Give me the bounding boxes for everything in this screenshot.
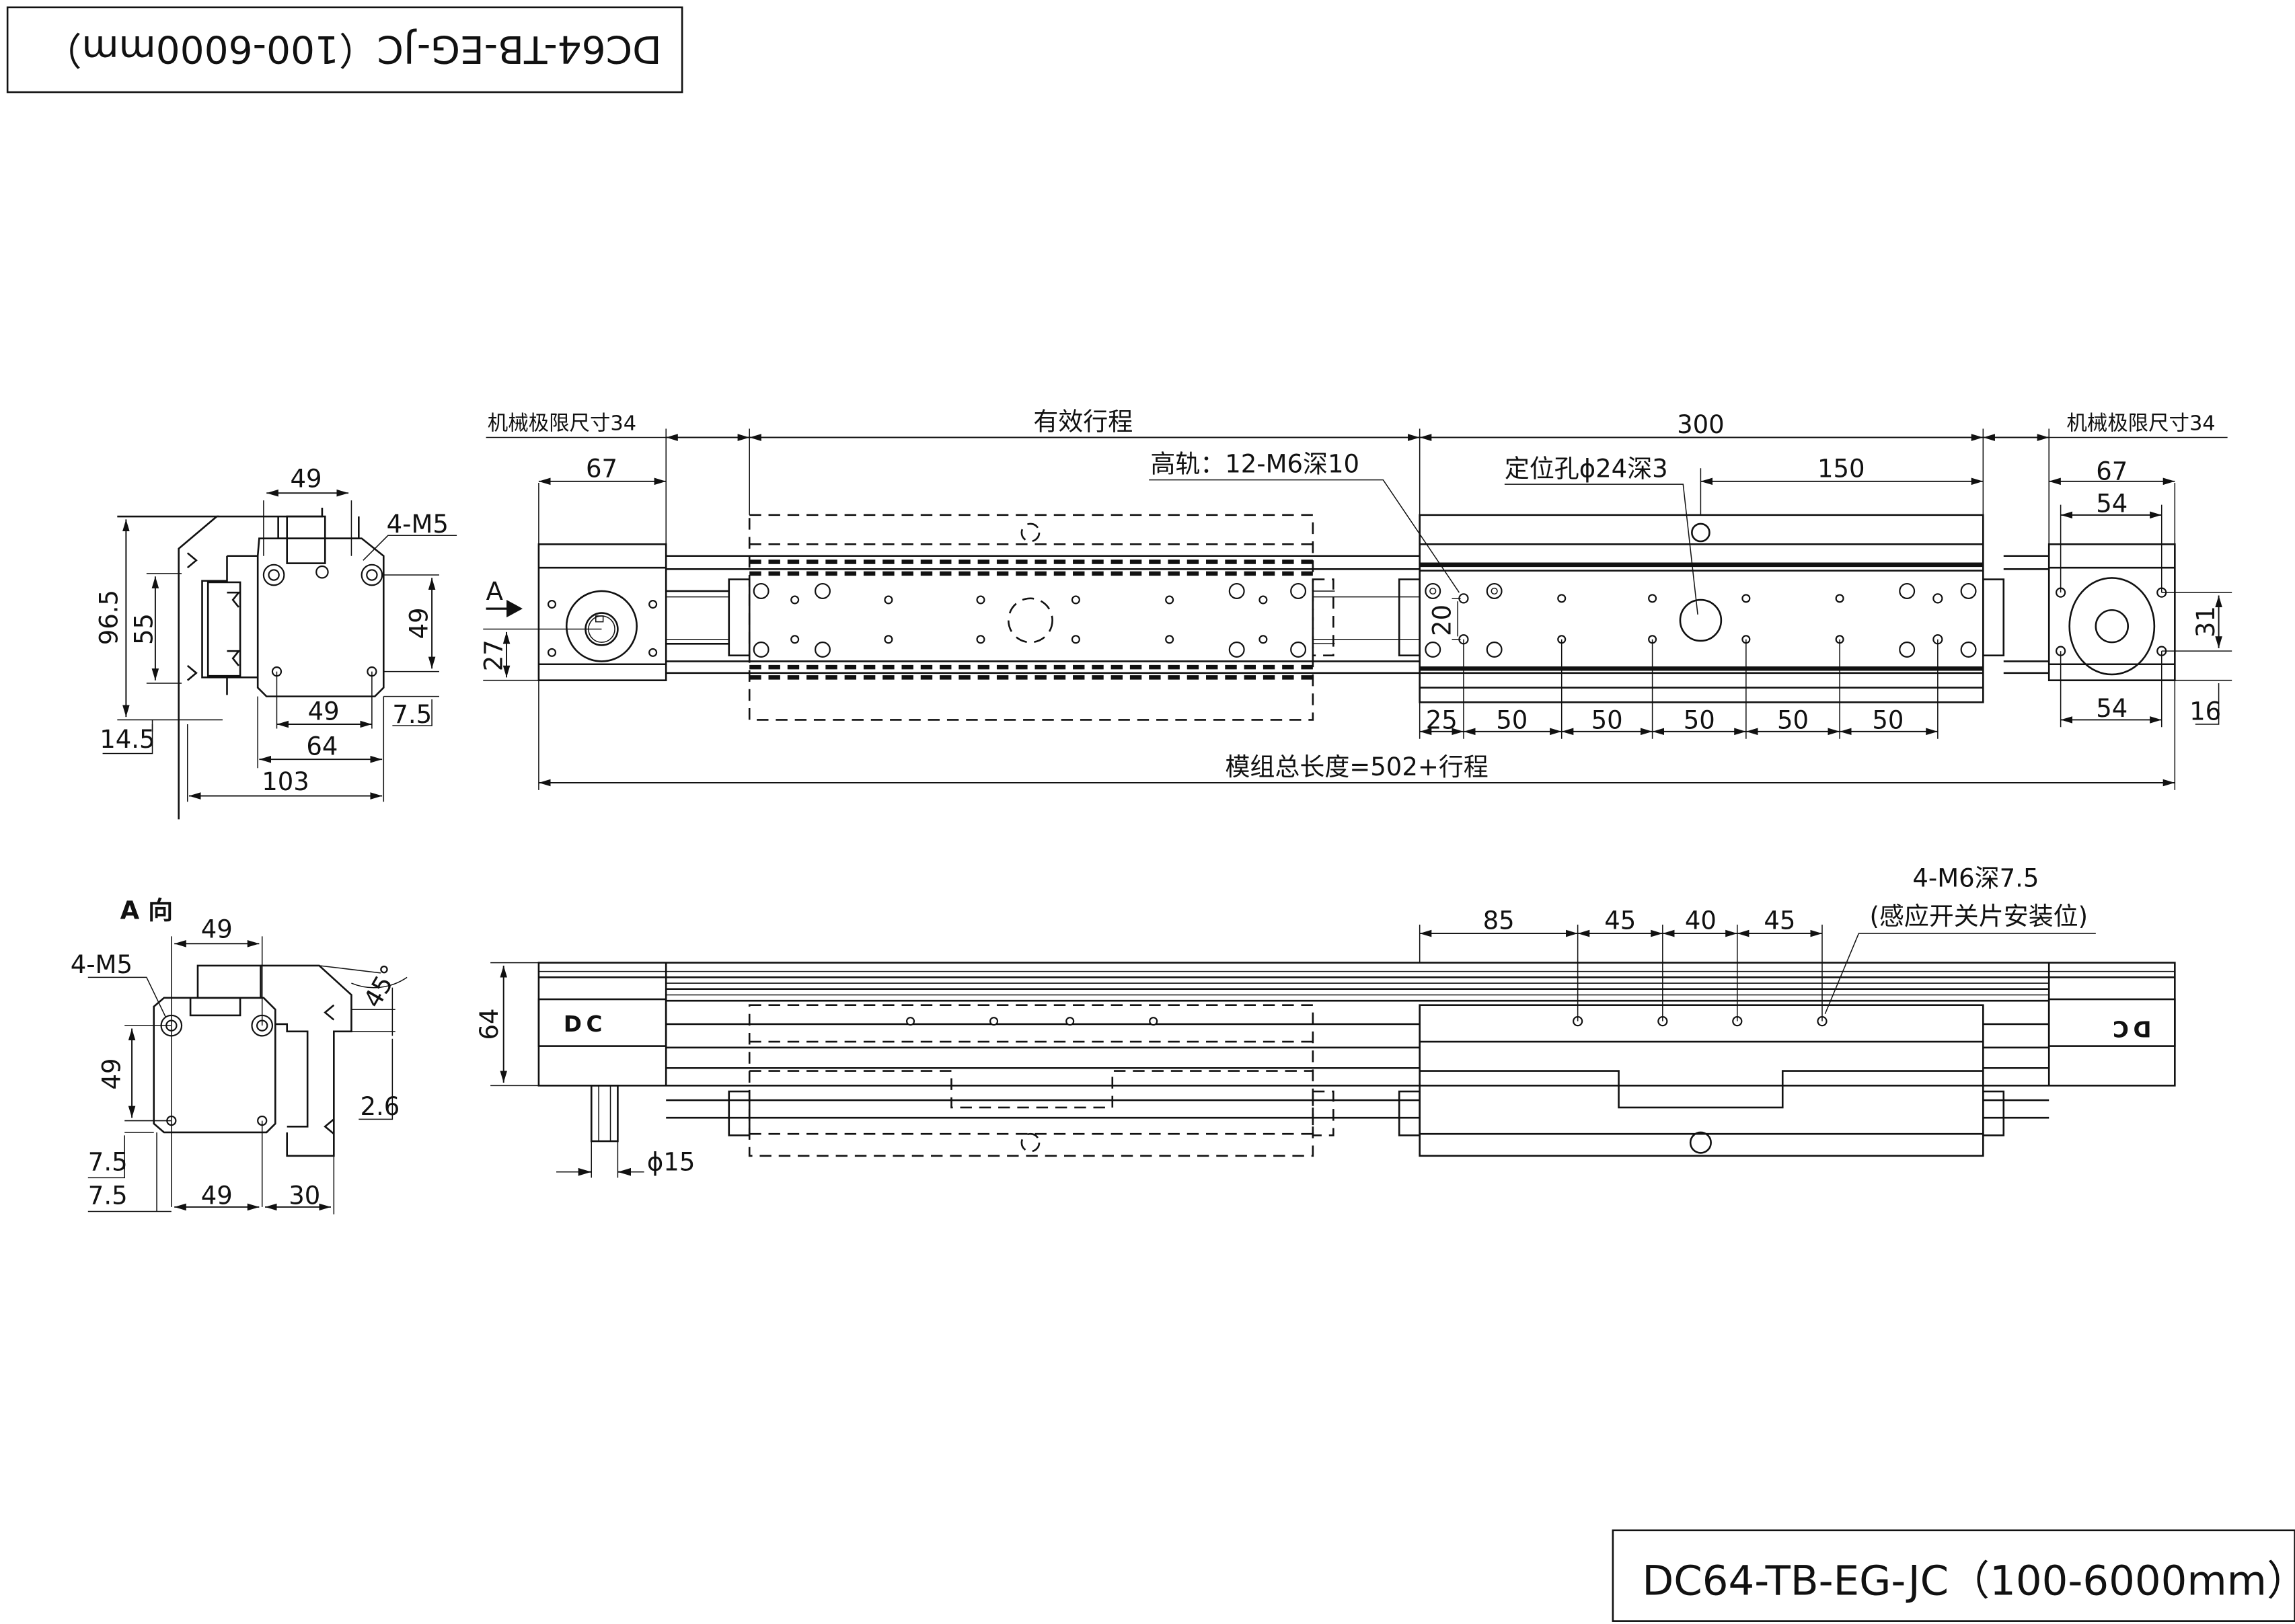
shaft-diameter-label: ϕ15: [647, 1148, 695, 1177]
pitch-50-5: 50: [1872, 705, 1904, 734]
dim-150: 150: [1817, 454, 1865, 483]
dim-300: 300: [1677, 410, 1725, 439]
top-view: 机械极限尺寸34 机械极限尺寸34 有效行程 300 67 高轨：12-M6深1…: [480, 408, 2232, 790]
carriage-holes-dashed: [753, 583, 1307, 658]
rail-holes-label: 高轨：12-M6深10: [1150, 450, 1359, 479]
side-dim-49-bottom: 49: [308, 697, 340, 726]
dim-54-top: 54: [2096, 489, 2128, 518]
pitch-50-3: 50: [1684, 705, 1715, 734]
dim-54-bottom: 54: [2096, 694, 2128, 723]
side-dim-55: 55: [130, 613, 159, 645]
title-top-text: DC64-TB-EG-JC（100-6000mm）: [44, 27, 662, 71]
side-view: 49 4-M5 96.5 55 49 49 7.5 64 14.5 103: [94, 465, 457, 820]
mech-limit-left-label: 机械极限尺寸34: [488, 412, 636, 436]
stroke-label: 有效行程: [1033, 408, 1133, 436]
a-dim-49-bottom: 49: [201, 1182, 233, 1210]
side-dim-103: 103: [262, 767, 309, 796]
dim-64-front: 64: [475, 1008, 504, 1040]
dim-67-right: 67: [2096, 457, 2128, 486]
a-dim-7-5-a: 7.5: [88, 1148, 128, 1177]
side-dim-7-5: 7.5: [392, 700, 432, 729]
sensor-note-label: (感应开关片安装位): [1869, 902, 2088, 931]
spacing-85: 85: [1483, 906, 1515, 935]
a-dim-45deg: 45°: [358, 960, 405, 1012]
side-dim-96-5: 96.5: [94, 590, 123, 645]
side-dim-64: 64: [306, 732, 338, 761]
carriage-holes: [1425, 583, 1977, 658]
pitch-50-4: 50: [1777, 705, 1809, 734]
a-direction-view: A 向 49 4-M5 45° 49 2.6 7.5 7.5 49 30: [71, 896, 408, 1214]
a-dim-49-left: 49: [98, 1058, 126, 1089]
sensor-holes-label: 4-M6深7.5: [1912, 863, 2039, 892]
a-dim-49-top: 49: [201, 915, 233, 944]
side-dim-49-top: 49: [290, 465, 322, 494]
dim-27: 27: [480, 640, 509, 671]
side-dim-14-5: 14.5: [100, 725, 155, 754]
side-dim-m5: 4-M5: [387, 510, 449, 539]
title-box-top: DC64-TB-EG-JC（100-6000mm）: [6, 6, 683, 93]
logo-dc-left: DC: [564, 1011, 607, 1037]
front-view: DC DC 4-M6深7.5 (感应开关片安装位) 85 45 40 45 64…: [475, 863, 2176, 1178]
a-view-label: A 向: [120, 896, 173, 925]
pitch-50-1: 50: [1496, 705, 1528, 734]
spacing-45-a: 45: [1604, 906, 1636, 935]
pitch-50-2: 50: [1591, 705, 1623, 734]
view-a-arrow-label: A: [486, 577, 503, 606]
spacing-40: 40: [1685, 906, 1717, 935]
dim-67-left: 67: [586, 454, 617, 483]
title-bottom-text: DC64-TB-EG-JC（100-6000mm）: [1642, 1557, 2295, 1604]
locating-hole-label: 定位孔ϕ24深3: [1505, 454, 1668, 483]
pitch-25: 25: [1426, 705, 1458, 734]
a-dim-m5: 4-M5: [71, 950, 133, 979]
a-dim-2-6: 2.6: [360, 1092, 400, 1121]
a-dim-30: 30: [289, 1182, 320, 1210]
dim-16: 16: [2189, 697, 2221, 726]
dim-20: 20: [1427, 605, 1456, 636]
dim-31: 31: [2191, 606, 2220, 637]
logo-dc-right: DC: [2108, 1016, 2151, 1042]
mech-limit-right-label: 机械极限尺寸34: [2066, 412, 2215, 436]
a-dim-7-5-b: 7.5: [88, 1182, 128, 1210]
side-dim-49-right: 49: [405, 607, 434, 639]
spacing-45-b: 45: [1764, 906, 1795, 935]
total-length-label: 模组总长度=502+行程: [1225, 752, 1488, 781]
title-box-bottom: DC64-TB-EG-JC（100-6000mm）: [1612, 1529, 2295, 1622]
